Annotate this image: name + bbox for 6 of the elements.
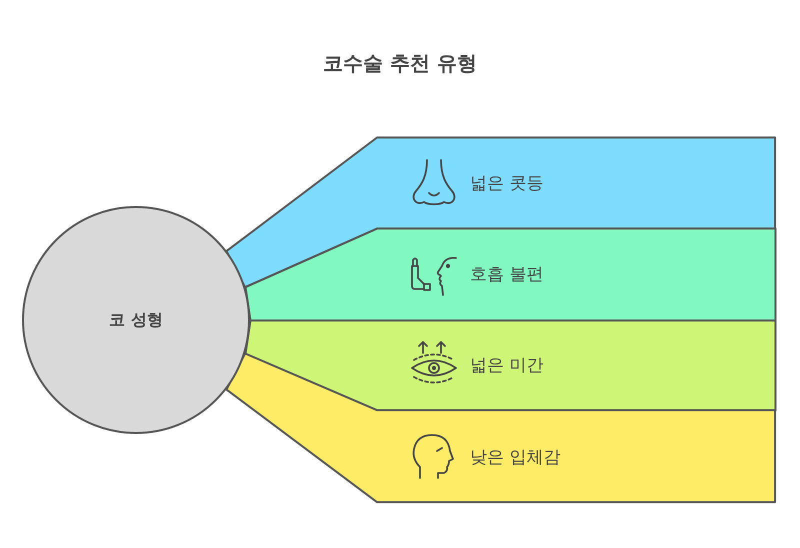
topic-label: 코 성형 xyxy=(109,310,163,330)
title: 코수술 추천 유형 xyxy=(323,50,477,77)
category-label: 넓은 콧등 xyxy=(470,172,544,194)
category-label: 넓은 미간 xyxy=(470,354,544,376)
category-label: 호흡 불편 xyxy=(470,264,544,286)
category-label: 낮은 입체감 xyxy=(470,446,560,468)
